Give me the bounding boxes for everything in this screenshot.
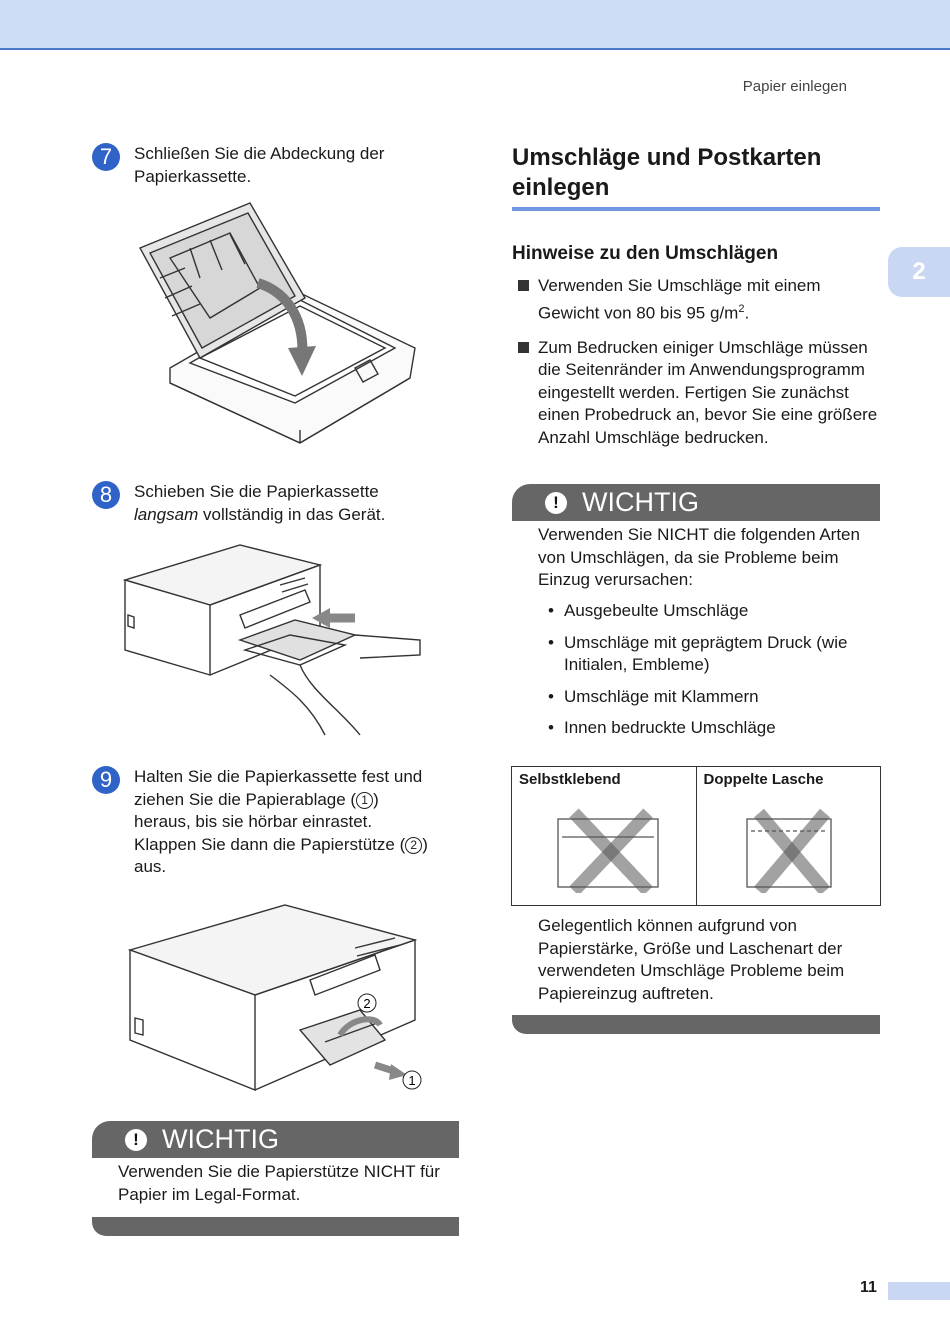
callout-2-marker: 2 — [405, 836, 423, 854]
list-item: Ausgebeulte Umschläge — [548, 600, 880, 623]
table-header: Selbstklebend — [519, 771, 621, 788]
table-cell-self-adhesive: Selbstklebend — [512, 767, 696, 905]
double-flap-envelope-icon — [745, 808, 832, 893]
list-item: Umschläge mit Klammern — [548, 686, 880, 709]
section-title: Umschläge und Postkarten einlegen — [512, 144, 822, 201]
notes-list: Verwenden Sie Umschläge mit einem Gewich… — [518, 275, 880, 461]
exclamation-icon: ! — [125, 1129, 147, 1151]
chapter-tab: 2 — [888, 247, 950, 297]
paper-tray-cover-illustration — [139, 202, 416, 444]
step-text-part: Schieben Sie die Papierkassette — [134, 482, 379, 501]
section-rule — [512, 207, 880, 211]
step-text-part: Halten Sie die Papierkassette fest und z… — [134, 767, 423, 809]
warning-intro: Verwenden Sie NICHT die folgenden Arten … — [538, 525, 860, 589]
step-text-part: vollständig in das Gerät. — [198, 504, 386, 524]
step-7: 7 Schließen Sie die Abdeckung der Papier… — [92, 143, 432, 188]
step-number: 9 — [92, 766, 120, 794]
page-number: 11 — [860, 1279, 877, 1296]
list-item: Zum Bedrucken einiger Umschläge müssen d… — [518, 337, 880, 450]
step-9: 9 Halten Sie die Papierkassette fest und… — [92, 766, 432, 879]
envelope-table: Selbstklebend Doppelte Lasche — [511, 766, 881, 906]
self-adhesive-envelope-icon — [557, 808, 659, 893]
paper-support-illustration: 2 1 — [127, 904, 422, 1092]
list-item-text: . — [744, 303, 750, 323]
callout-1-label: 1 — [408, 1073, 415, 1088]
square-bullet-icon — [518, 341, 529, 353]
insert-tray-illustration — [122, 544, 421, 736]
warning-header: ! WICHTIG — [92, 1121, 459, 1158]
step-text: Schieben Sie die Papierkassette langsam … — [134, 481, 432, 526]
table-cell-double-flap: Doppelte Lasche — [695, 767, 881, 905]
warning-label: WICHTIG — [162, 1124, 279, 1154]
step-text: Halten Sie die Papierkassette fest und z… — [134, 766, 432, 879]
square-bullet-icon — [518, 280, 529, 291]
subheading: Hinweise zu den Umschlägen — [512, 243, 779, 264]
step-text-emphasis: langsam — [134, 504, 199, 524]
callout-2-label: 2 — [363, 996, 370, 1011]
warning-label: WICHTIG — [582, 487, 699, 517]
list-item-text: Verwenden Sie Umschläge mit einem Gewich… — [538, 276, 821, 323]
step-text-part: ) aus. — [134, 834, 428, 877]
list-item: Verwenden Sie Umschläge mit einem Gewich… — [518, 275, 880, 325]
exclamation-icon: ! — [545, 492, 567, 514]
envelope-types-list: Ausgebeulte Umschläge Umschläge mit gepr… — [548, 600, 880, 749]
step-number: 8 — [92, 481, 120, 509]
table-header: Doppelte Lasche — [703, 771, 824, 788]
top-header-band — [0, 0, 950, 50]
superscript: 2 — [738, 302, 745, 315]
list-item: Innen bedruckte Umschläge — [548, 717, 880, 740]
page-number-band — [888, 1282, 950, 1300]
step-text-part: ) heraus, bis sie hörbar einrastet. Klap… — [134, 789, 406, 854]
warning-outro: Gelegentlich können aufgrund von Papiers… — [538, 916, 845, 1003]
callout-1-marker: 1 — [356, 791, 374, 809]
running-header: Papier einlegen — [742, 78, 847, 95]
step-number: 7 — [92, 143, 120, 171]
step-text: Schließen Sie die Abdeckung der Papierka… — [134, 144, 385, 186]
warning-footer-bar — [512, 1015, 880, 1034]
step-8: 8 Schieben Sie die Papierkassette langsa… — [92, 481, 432, 526]
list-item-text: Zum Bedrucken einiger Umschläge müssen d… — [538, 337, 878, 447]
list-item: Umschläge mit geprägtem Druck (wie Initi… — [548, 632, 880, 677]
warning-header: ! WICHTIG — [512, 484, 880, 521]
warning-text: Verwenden Sie die Papierstütze NICHT für… — [118, 1162, 440, 1204]
warning-footer-bar — [92, 1217, 459, 1236]
